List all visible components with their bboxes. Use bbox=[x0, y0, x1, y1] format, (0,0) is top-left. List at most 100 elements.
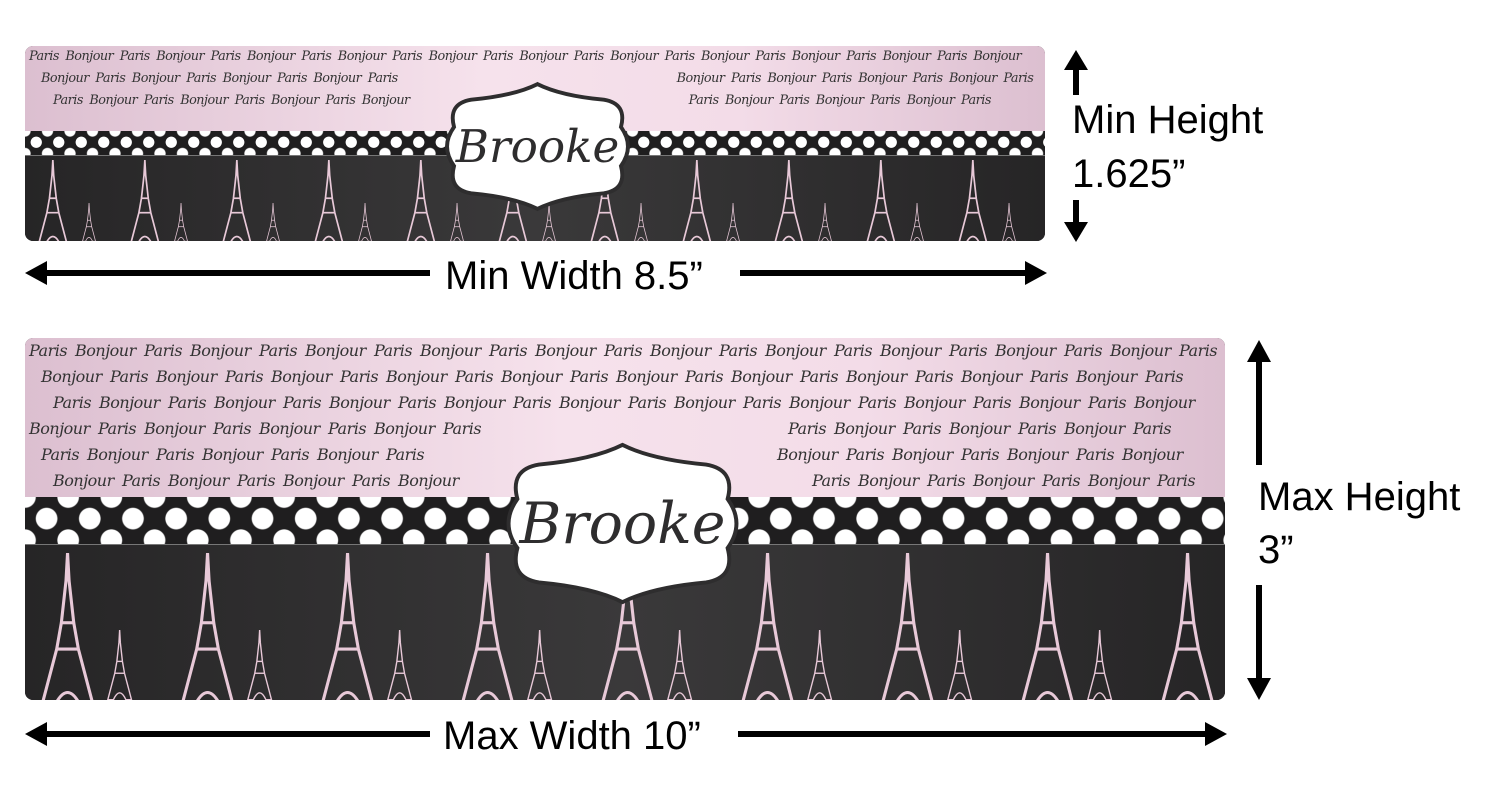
script-word: Bonjour bbox=[247, 49, 295, 64]
script-word: Bonjour bbox=[815, 93, 864, 109]
script-word: Bonjour bbox=[973, 471, 1034, 490]
script-word: Paris bbox=[483, 49, 513, 64]
script-word: Bonjour bbox=[949, 71, 997, 87]
script-word: Bonjour bbox=[906, 93, 955, 109]
script-word: Bonjour bbox=[501, 367, 562, 386]
script-word: Paris bbox=[1157, 471, 1196, 490]
script-word: Bonjour bbox=[701, 49, 749, 64]
script-word: Paris bbox=[961, 93, 991, 109]
script-word: Paris bbox=[328, 419, 367, 438]
script-word: Bonjour bbox=[858, 71, 907, 87]
script-word: Paris bbox=[1003, 71, 1034, 87]
name-label-large: Brooke bbox=[506, 442, 739, 605]
script-word: Bonjour bbox=[65, 49, 114, 64]
eiffel-tower-icon bbox=[173, 202, 189, 241]
script-word: Paris bbox=[143, 93, 174, 109]
eiffel-tower-icon bbox=[817, 202, 833, 241]
script-word: Bonjour bbox=[337, 49, 386, 64]
eiffel-tower-icon bbox=[541, 202, 557, 241]
script-word: Bonjour bbox=[904, 393, 965, 412]
script-word: Bonjour bbox=[180, 93, 229, 109]
script-word: Bonjour bbox=[1122, 445, 1183, 464]
eiffel-tower-icon bbox=[175, 552, 240, 700]
script-word: Bonjour bbox=[1007, 445, 1068, 464]
script-word: Bonjour bbox=[731, 367, 792, 386]
script-word: Bonjour bbox=[29, 419, 90, 438]
script-word: Bonjour bbox=[131, 71, 180, 87]
script-word: Bonjour bbox=[676, 71, 725, 87]
name-text: Brooke bbox=[519, 491, 726, 557]
script-word: Bonjour bbox=[791, 49, 840, 64]
script-word: Paris bbox=[1030, 367, 1069, 386]
script-word: Bonjour bbox=[559, 393, 620, 412]
eiffel-tower-icon bbox=[315, 552, 380, 700]
eiffel-tower-icon bbox=[595, 552, 660, 700]
script-word: Bonjour bbox=[725, 93, 773, 109]
script-word: Paris bbox=[283, 393, 322, 412]
eiffel-tower-icon bbox=[665, 630, 694, 700]
script-word: Paris bbox=[144, 341, 183, 360]
script-word: Paris bbox=[53, 93, 83, 109]
script-word: Paris bbox=[455, 367, 494, 386]
script-word: Paris bbox=[210, 49, 241, 64]
script-word: Paris bbox=[156, 445, 195, 464]
script-word: Paris bbox=[386, 445, 425, 464]
script-word: Bonjour bbox=[271, 367, 332, 386]
script-word: Paris bbox=[1133, 419, 1172, 438]
script-word: Paris bbox=[973, 393, 1012, 412]
script-word: Bonjour bbox=[329, 393, 390, 412]
eiffel-tower-icon bbox=[219, 160, 255, 241]
script-word: Paris bbox=[392, 49, 423, 64]
script-word: Paris bbox=[213, 419, 252, 438]
eiffel-tower-icon bbox=[805, 630, 834, 700]
script-word: Paris bbox=[688, 93, 719, 109]
script-word: Paris bbox=[604, 341, 643, 360]
script-word: Bonjour bbox=[41, 367, 102, 386]
script-word: Paris bbox=[301, 49, 332, 64]
script-word: Paris bbox=[340, 367, 379, 386]
script-word: Bonjour bbox=[1064, 419, 1125, 438]
eiffel-tower-icon bbox=[265, 202, 281, 241]
script-word: Bonjour bbox=[89, 93, 138, 109]
script-word: Paris bbox=[573, 49, 604, 64]
script-word: Bonjour bbox=[259, 419, 320, 438]
script-word: Paris bbox=[1018, 419, 1057, 438]
script-word: Bonjour bbox=[765, 341, 826, 360]
script-word: Paris bbox=[788, 419, 827, 438]
max-width-label: Max Width 10” bbox=[443, 714, 701, 758]
script-word: Paris bbox=[352, 471, 391, 490]
min-width-label: Min Width 8.5” bbox=[445, 254, 703, 298]
script-word: Bonjour bbox=[444, 393, 505, 412]
script-word: Paris bbox=[110, 367, 149, 386]
script-word: Paris bbox=[234, 93, 265, 109]
script-word: Paris bbox=[779, 93, 810, 109]
eiffel-tower-icon bbox=[1001, 202, 1017, 241]
script-word: Bonjour bbox=[1019, 393, 1080, 412]
script-word: Paris bbox=[903, 419, 942, 438]
script-word: Bonjour bbox=[317, 445, 378, 464]
script-word: Paris bbox=[325, 93, 356, 109]
eiffel-tower-icon bbox=[311, 160, 347, 241]
script-word: Bonjour bbox=[674, 393, 735, 412]
script-word: Paris bbox=[122, 471, 161, 490]
script-word: Paris bbox=[95, 71, 126, 87]
script-word: Bonjour bbox=[1134, 393, 1195, 412]
script-word: Paris bbox=[98, 419, 137, 438]
script-word: Paris bbox=[1088, 393, 1127, 412]
script-word: Paris bbox=[29, 341, 68, 360]
script-word: Bonjour bbox=[168, 471, 229, 490]
script-word: Paris bbox=[927, 471, 966, 490]
script-word: Bonjour bbox=[892, 445, 953, 464]
script-word: Paris bbox=[237, 471, 276, 490]
script-word: Paris bbox=[949, 341, 988, 360]
eiffel-tower-icon bbox=[909, 202, 925, 241]
script-word: Bonjour bbox=[1088, 471, 1149, 490]
eiffel-tower-icon bbox=[35, 160, 71, 241]
script-word: Paris bbox=[961, 445, 1000, 464]
script-word: Bonjour bbox=[610, 49, 659, 64]
script-word: Paris bbox=[259, 341, 298, 360]
script-word: Bonjour bbox=[271, 93, 319, 109]
script-word: Paris bbox=[800, 367, 839, 386]
script-word: Bonjour bbox=[949, 419, 1010, 438]
script-word: Bonjour bbox=[535, 341, 596, 360]
